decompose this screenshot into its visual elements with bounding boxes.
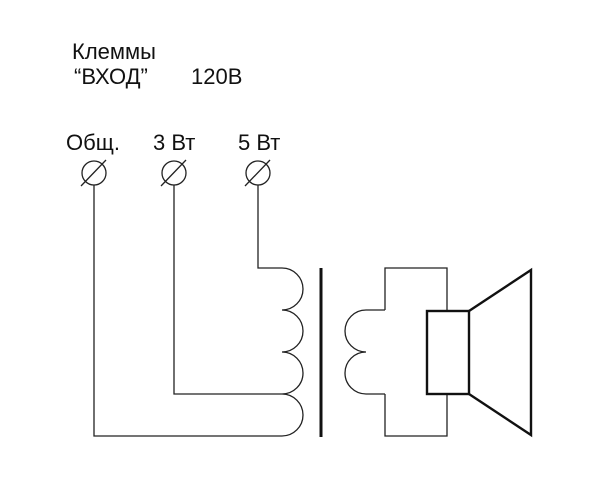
terminal-label-common: Общ. xyxy=(66,130,120,155)
terminal-icon-5w xyxy=(244,159,271,187)
speaker-icon xyxy=(425,267,533,438)
title-voltage: 120В xyxy=(191,64,242,89)
title-input: “ВХОД” xyxy=(74,64,148,89)
wire-5w xyxy=(257,185,282,269)
title-terminals: Клеммы xyxy=(72,39,156,64)
wire-secondary-top xyxy=(384,267,448,311)
wire-common xyxy=(93,185,282,437)
primary-coil-icon xyxy=(281,267,304,437)
terminal-icon-3w xyxy=(160,159,187,187)
terminal-icon-common xyxy=(80,159,107,187)
terminal-label-5w: 5 Вт xyxy=(238,130,280,155)
secondary-coil-icon xyxy=(344,309,385,395)
wire-secondary-bottom xyxy=(384,394,448,437)
wire-3w xyxy=(173,185,282,395)
terminal-label-3w: 3 Вт xyxy=(153,130,195,155)
